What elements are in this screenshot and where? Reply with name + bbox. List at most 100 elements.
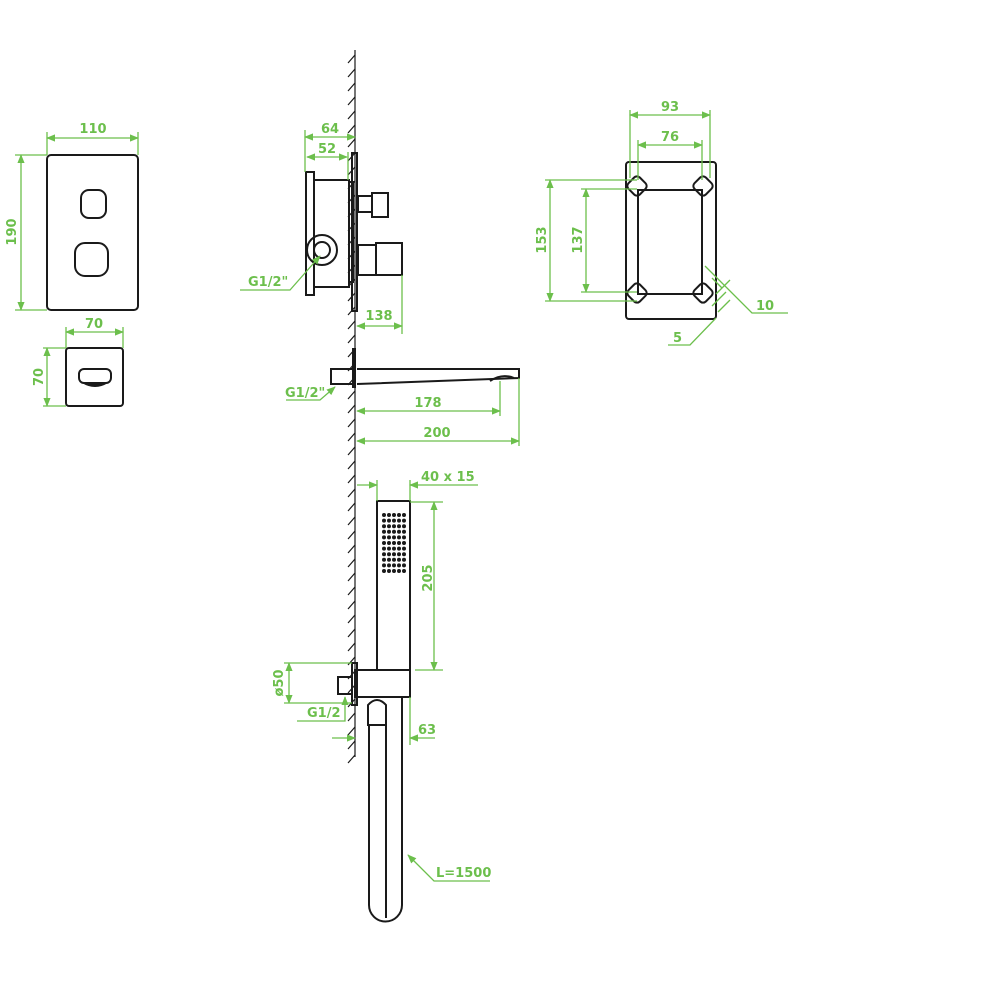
- mounting-frame-view: 93 76 153 137 10 5: [535, 100, 788, 346]
- mixer-plate-front-view: 110 190: [5, 122, 139, 311]
- dim-spout-length: 200: [423, 426, 450, 441]
- wall-hatch-line: [347, 600, 356, 610]
- nozzle-dot: [392, 563, 396, 568]
- nozzle-grid: [382, 513, 406, 573]
- wall-hatch-line: [347, 96, 356, 106]
- nozzle-dot: [387, 541, 391, 545]
- nozzle-dot: [397, 569, 401, 573]
- dim-frame-outer-height: 153: [535, 226, 550, 253]
- nozzle-dot: [392, 529, 396, 534]
- wall-hatch-line: [347, 320, 356, 330]
- nozzle-dot: [402, 541, 406, 545]
- wall-hatch-line: [347, 460, 356, 470]
- wall-hatch-line: [347, 628, 356, 638]
- nozzle-dot: [392, 513, 396, 517]
- nozzle-dot: [397, 535, 401, 540]
- nozzle-dot: [382, 552, 386, 557]
- wall-hatch-line: [347, 754, 356, 764]
- nozzle-dot: [402, 569, 406, 573]
- nozzle-dot: [392, 557, 396, 562]
- dim-frame-inner-width: 76: [661, 130, 679, 145]
- dim-plate-height: 190: [5, 218, 20, 245]
- nozzle-dot: [382, 557, 386, 562]
- nozzle-dot: [382, 541, 386, 545]
- wall-hatch-line: [347, 110, 356, 120]
- nozzle-dot: [402, 513, 406, 517]
- hand-shower-side-view: 40 x 15 205 ø50 G1/2 63 L=1500: [272, 470, 491, 923]
- spout-plate-front-view: 70 70: [32, 317, 124, 407]
- nozzle-dot: [397, 546, 401, 551]
- mixer-button-lower: [74, 242, 109, 277]
- wall-hatch-line: [347, 404, 356, 414]
- wall-hatch-line: [347, 68, 356, 78]
- wall-hatch-line: [347, 390, 356, 400]
- nozzle-dot: [387, 535, 391, 540]
- dim-bracket-diameter: ø50: [272, 669, 287, 696]
- wall-hatch-line: [347, 558, 356, 568]
- nozzle-dot: [387, 569, 391, 573]
- nozzle-dot: [397, 529, 401, 534]
- dim-frame-depth-a: 10: [756, 299, 774, 314]
- dim-frame-inner-height: 137: [571, 226, 586, 253]
- nozzle-dot: [392, 541, 396, 545]
- wall-hatch-line: [347, 572, 356, 582]
- nozzle-dot: [402, 552, 406, 557]
- nozzle-dot: [387, 563, 391, 568]
- wall-hatch-line: [347, 138, 356, 148]
- dim-hand-shower-section: 40 x 15: [421, 470, 475, 485]
- nozzle-dot: [387, 546, 391, 551]
- wall-hatch-line: [347, 124, 356, 134]
- wall-hatch-line: [347, 432, 356, 442]
- dim-spout-reach: 178: [414, 396, 441, 411]
- dim-body-depth-outer: 64: [321, 122, 339, 137]
- nozzle-dot: [387, 524, 391, 529]
- nozzle-dot: [382, 563, 386, 568]
- wall-hatch-line: [347, 712, 356, 722]
- dim-frame-outer-width: 93: [661, 100, 679, 115]
- nozzle-dot: [397, 557, 401, 562]
- dim-body-protrusion: 138: [365, 309, 392, 324]
- nozzle-dot: [402, 524, 406, 529]
- wall-hatch-line: [347, 740, 356, 750]
- nozzle-dot: [397, 563, 401, 568]
- wall-hatch-line: [347, 54, 356, 64]
- label-body-thread: G1/2": [248, 275, 288, 290]
- nozzle-dot: [397, 513, 401, 517]
- dim-frame-depth-b: 5: [673, 331, 682, 346]
- nozzle-dot: [397, 524, 401, 529]
- nozzle-dot: [387, 518, 391, 523]
- dim-plate-width: 110: [79, 122, 106, 137]
- wall-hatch-line: [347, 642, 356, 652]
- wall-hatch-line: [347, 516, 356, 526]
- nozzle-dot: [397, 541, 401, 545]
- nozzle-dot: [392, 535, 396, 540]
- wall-hatch-line: [347, 614, 356, 624]
- dim-hand-shower-length: 205: [421, 564, 436, 591]
- nozzle-dot: [387, 513, 391, 517]
- nozzle-dot: [382, 518, 386, 523]
- label-bracket-thread: G1/2: [307, 706, 341, 721]
- nozzle-dot: [392, 524, 396, 529]
- wall-hatch-line: [347, 656, 356, 666]
- wall-hatch-line: [347, 446, 356, 456]
- dim-body-depth-inner: 52: [318, 142, 336, 157]
- dim-bracket-depth: 63: [418, 723, 436, 738]
- wall-hatch-line: [347, 530, 356, 540]
- dim-spout-plate-height: 70: [32, 368, 47, 386]
- nozzle-dot: [392, 518, 396, 523]
- wall-hatch-line: [347, 474, 356, 484]
- nozzle-dot: [387, 529, 391, 534]
- nozzle-dot: [402, 535, 406, 540]
- nozzle-dot: [402, 518, 406, 523]
- nozzle-dot: [382, 513, 386, 517]
- nozzle-dot: [382, 524, 386, 529]
- wall-hatch-line: [347, 418, 356, 428]
- wall-hatch-line: [347, 502, 356, 512]
- nozzle-dot: [387, 552, 391, 557]
- nozzle-dot: [392, 552, 396, 557]
- label-hose-length: L=1500: [436, 866, 491, 881]
- nozzle-dot: [402, 563, 406, 568]
- nozzle-dot: [392, 546, 396, 551]
- nozzle-dot: [402, 546, 406, 551]
- nozzle-dot: [392, 569, 396, 573]
